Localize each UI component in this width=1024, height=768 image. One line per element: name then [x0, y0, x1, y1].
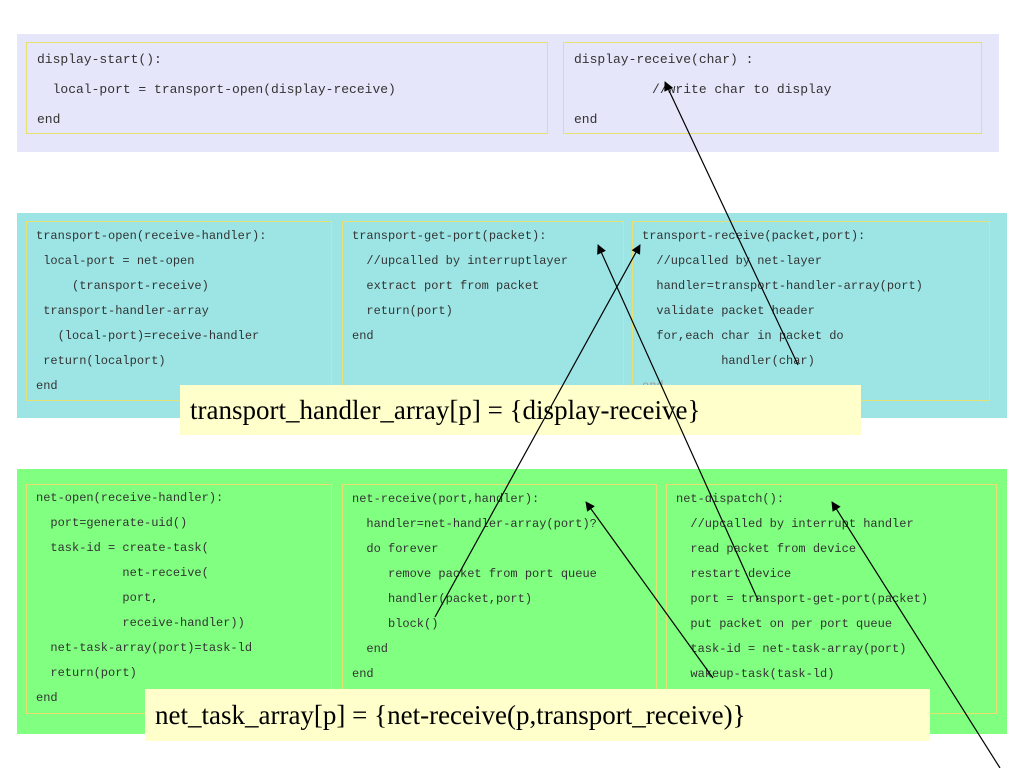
code-line: transport-get-port(packet):: [352, 229, 547, 243]
code-line: restart device: [676, 567, 792, 581]
code-line: transport-open(receive-handler):: [36, 229, 267, 243]
code-line: transport-receive(packet,port):: [642, 229, 866, 243]
net-task-array-banner: net_task_array[p] = {net-receive(p,trans…: [145, 689, 930, 741]
code-line: (local-port)=receive-handler: [36, 329, 260, 343]
code-line: read packet from device: [676, 542, 857, 556]
code-line: return(port): [36, 666, 137, 680]
code-line: net-task-array(port)=task-ld: [36, 641, 253, 655]
display-layer: display-start(): local-port = transport-…: [17, 34, 999, 152]
code-line: handler=transport-handler-array(port): [642, 279, 923, 293]
code-line: handler(packet,port): [352, 592, 533, 606]
transport-layer: transport-open(receive-handler): local-p…: [17, 213, 1007, 435]
code-line: end: [36, 379, 58, 393]
code-line: (transport-receive): [36, 279, 209, 293]
code-line: net-open(receive-handler):: [36, 491, 224, 505]
code-block-net-open: net-open(receive-handler): port=generate…: [26, 484, 332, 714]
code-line: display-receive(char) :: [574, 52, 754, 67]
code-line: local-port = transport-open(display-rece…: [37, 82, 396, 97]
code-line: net-receive(: [36, 566, 209, 580]
code-line: do forever: [352, 542, 439, 556]
code-line: //upcalled by net-layer: [642, 254, 823, 268]
code-line: port,: [36, 591, 159, 605]
code-line: transport-handler-array: [36, 304, 209, 318]
code-line: port=generate-uid(): [36, 516, 188, 530]
code-block-transport-receive: transport-receive(packet,port): //upcall…: [632, 221, 990, 401]
code-line: remove packet from port queue: [352, 567, 597, 581]
code-line: net-dispatch():: [676, 492, 785, 506]
code-block-net-dispatch: net-dispatch(): //upcalled by interrupt …: [666, 484, 997, 714]
code-line: //upcalled by interruptlayer: [352, 254, 569, 268]
code-line: handler=net-handler-array(port)?: [352, 517, 597, 531]
code-line: put packet on per port queue: [676, 617, 893, 631]
code-line: return(localport): [36, 354, 166, 368]
code-block-net-receive: net-receive(port,handler): handler=net-h…: [342, 484, 657, 714]
code-line: net-receive(port,handler):: [352, 492, 540, 506]
code-line: wakeup-task(task-ld): [676, 667, 835, 681]
transport-handler-array-banner: transport_handler_array[p] = {display-re…: [180, 385, 861, 435]
code-line: port = transport-get-port(packet): [676, 592, 929, 606]
code-line: return(port): [352, 304, 453, 318]
code-block-transport-open: transport-open(receive-handler): local-p…: [26, 221, 332, 401]
code-line: end: [352, 667, 374, 681]
code-line: task-id = create-task(: [36, 541, 209, 555]
code-line: end: [574, 112, 598, 127]
code-line: //write char to display: [574, 82, 832, 97]
code-block-display-receive: display-receive(char) : //write char to …: [563, 42, 982, 134]
code-line: block(): [352, 617, 439, 631]
code-block-transport-get-port: transport-get-port(packet): //upcalled b…: [342, 221, 624, 401]
code-block-display-start: display-start(): local-port = transport-…: [26, 42, 548, 134]
code-line: handler(char): [642, 354, 815, 368]
code-line: end: [352, 642, 389, 656]
code-line: end: [352, 329, 374, 343]
code-line: extract port from packet: [352, 279, 540, 293]
code-line: receive-handler)): [36, 616, 245, 630]
code-line: validate packet header: [642, 304, 815, 318]
code-line: display-start():: [37, 52, 162, 67]
net-layer: net-open(receive-handler): port=generate…: [17, 469, 1007, 741]
code-line: end: [36, 691, 58, 705]
code-line: local-port = net-open: [36, 254, 195, 268]
code-line: for,each char in packet do: [642, 329, 844, 343]
code-line: end: [37, 112, 61, 127]
code-line: task-id = net-task-array(port): [676, 642, 907, 656]
code-line: //upcalled by interrupt handler: [676, 517, 914, 531]
